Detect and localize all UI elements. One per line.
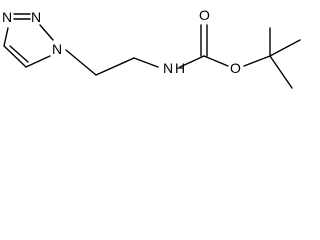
bond-ch2-ch2 [95,57,135,76]
bond-c5-c4 [3,45,27,68]
atom-o-carbonyl: O [199,7,210,23]
chemical-structure-diagram: N N N N H O O [2,7,301,89]
bond-ch2-nh [133,57,159,68]
atom-o-ester: O [230,60,241,76]
atom-n-top: N [2,9,12,25]
bond-o-cq [243,55,271,67]
bond-cq-me-right [269,39,301,57]
bond-nh-c [179,55,205,68]
tert-butyl-group [269,27,301,89]
carbamate-group [179,24,271,68]
atom-n-amide: N [163,60,173,76]
ethyl-linker [65,49,159,76]
atom-h-amide: H [175,60,185,76]
bond-c4-n1 [25,55,51,68]
bond-n1-ch2 [65,49,97,76]
bond-cq-me-down [269,55,293,89]
triazole-ring [3,13,54,68]
bond-c-o-ester [203,55,229,67]
atom-n-right: N [31,9,41,25]
bond-n3-n1 [39,24,54,41]
bond-c5-c4-double [9,45,29,63]
bond-n2-c5 [3,27,9,47]
atom-n-ring: N [52,41,62,57]
